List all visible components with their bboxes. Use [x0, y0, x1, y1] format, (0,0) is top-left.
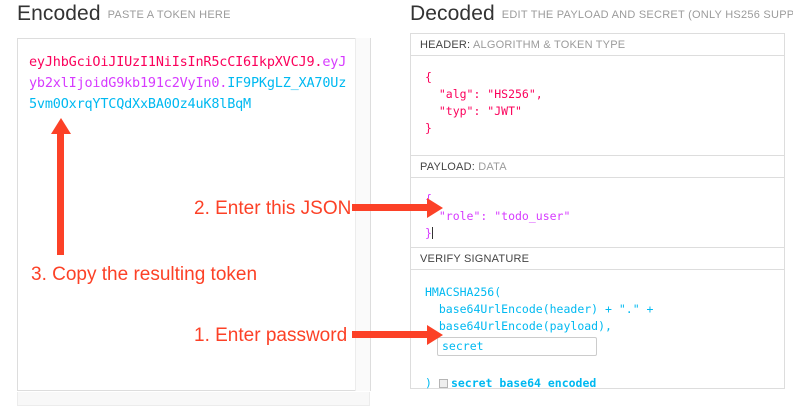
- payload-section-label-rest: DATA: [478, 161, 507, 173]
- signature-editor: HMACSHA256( base64UrlEncode(header) + ".…: [411, 270, 784, 390]
- header-section-label-strong: HEADER:: [420, 39, 471, 51]
- payload-section-label-strong: PAYLOAD:: [420, 161, 475, 173]
- encoded-column-heading: Encoded PASTE A TOKEN HERE: [17, 2, 231, 26]
- header-section-label-rest: ALGORITHM & TOKEN TYPE: [472, 39, 626, 51]
- encoded-token-text[interactable]: eyJhbGciOiJIUzI1NiIsInR5cCI6IkpXVCJ9.eyJ…: [29, 52, 347, 115]
- signature-section-label: VERIFY SIGNATURE: [411, 248, 784, 270]
- header-json-editor[interactable]: { "alg": "HS256", "typ": "JWT" }: [411, 56, 784, 156]
- token-header-segment: eyJhbGciOiJIUzI1NiIsInR5cCI6IkpXVCJ9: [29, 54, 315, 70]
- payload-section-label: PAYLOAD: DATA: [411, 156, 784, 178]
- hmac-line-2: base64UrlEncode(header) + "." +: [425, 302, 654, 316]
- token-payload-segment: eyJyb2xlIjoidG9kb191c2VyIn0: [29, 54, 347, 91]
- decoded-column-heading: Decoded EDIT THE PAYLOAD AND SECRET (ONLY…: [410, 2, 793, 26]
- payload-json-text: { "role": "todo_user" }: [425, 192, 571, 240]
- encoded-subtitle: PASTE A TOKEN HERE: [107, 9, 231, 21]
- decoded-panel: HEADER: ALGORITHM & TOKEN TYPE { "alg": …: [410, 33, 785, 390]
- text-caret: [431, 227, 433, 239]
- encoded-horizontal-scrollbar[interactable]: [17, 392, 370, 406]
- annotation-1-arrow-icon: [352, 324, 443, 345]
- annotation-2-arrow-icon: [352, 197, 443, 218]
- encoded-vertical-scrollbar[interactable]: [355, 38, 370, 391]
- token-signature-segment: IF9PKgLZ_XA70Uz5vm0OxrqYTCQdXxBA0Oz4uK8l…: [29, 75, 347, 112]
- annotation-3-arrow-icon: [50, 118, 71, 255]
- base64-encoded-checkbox[interactable]: [438, 379, 448, 388]
- encoded-title: Encoded: [17, 2, 101, 25]
- base64-encoded-label[interactable]: secret base64 encoded: [450, 376, 597, 390]
- hmac-line-1: HMACSHA256(: [425, 285, 502, 299]
- signature-section-label-strong: VERIFY SIGNATURE: [420, 253, 530, 265]
- encoded-token-panel[interactable]: eyJhbGciOiJIUzI1NiIsInR5cCI6IkpXVCJ9.eyJ…: [17, 38, 371, 391]
- token-dot-2: .: [219, 75, 228, 91]
- secret-input[interactable]: [437, 337, 597, 356]
- header-section-label: HEADER: ALGORITHM & TOKEN TYPE: [411, 34, 784, 56]
- annotation-3-text: 3. Copy the resulting token: [31, 264, 258, 285]
- annotation-2-text: 2. Enter this JSON: [194, 198, 352, 219]
- decoded-subtitle: EDIT THE PAYLOAD AND SECRET (ONLY HS256 …: [501, 9, 793, 21]
- annotation-1-text: 1. Enter password: [194, 325, 348, 346]
- decoded-title: Decoded: [410, 2, 495, 25]
- hmac-line-3: base64UrlEncode(payload),: [425, 319, 612, 333]
- token-dot-1: .: [314, 54, 323, 70]
- close-paren: ): [425, 376, 432, 390]
- payload-json-editor[interactable]: { "role": "todo_user" }: [411, 178, 784, 248]
- base64-encoded-row: ) secret base64 encoded: [425, 376, 596, 390]
